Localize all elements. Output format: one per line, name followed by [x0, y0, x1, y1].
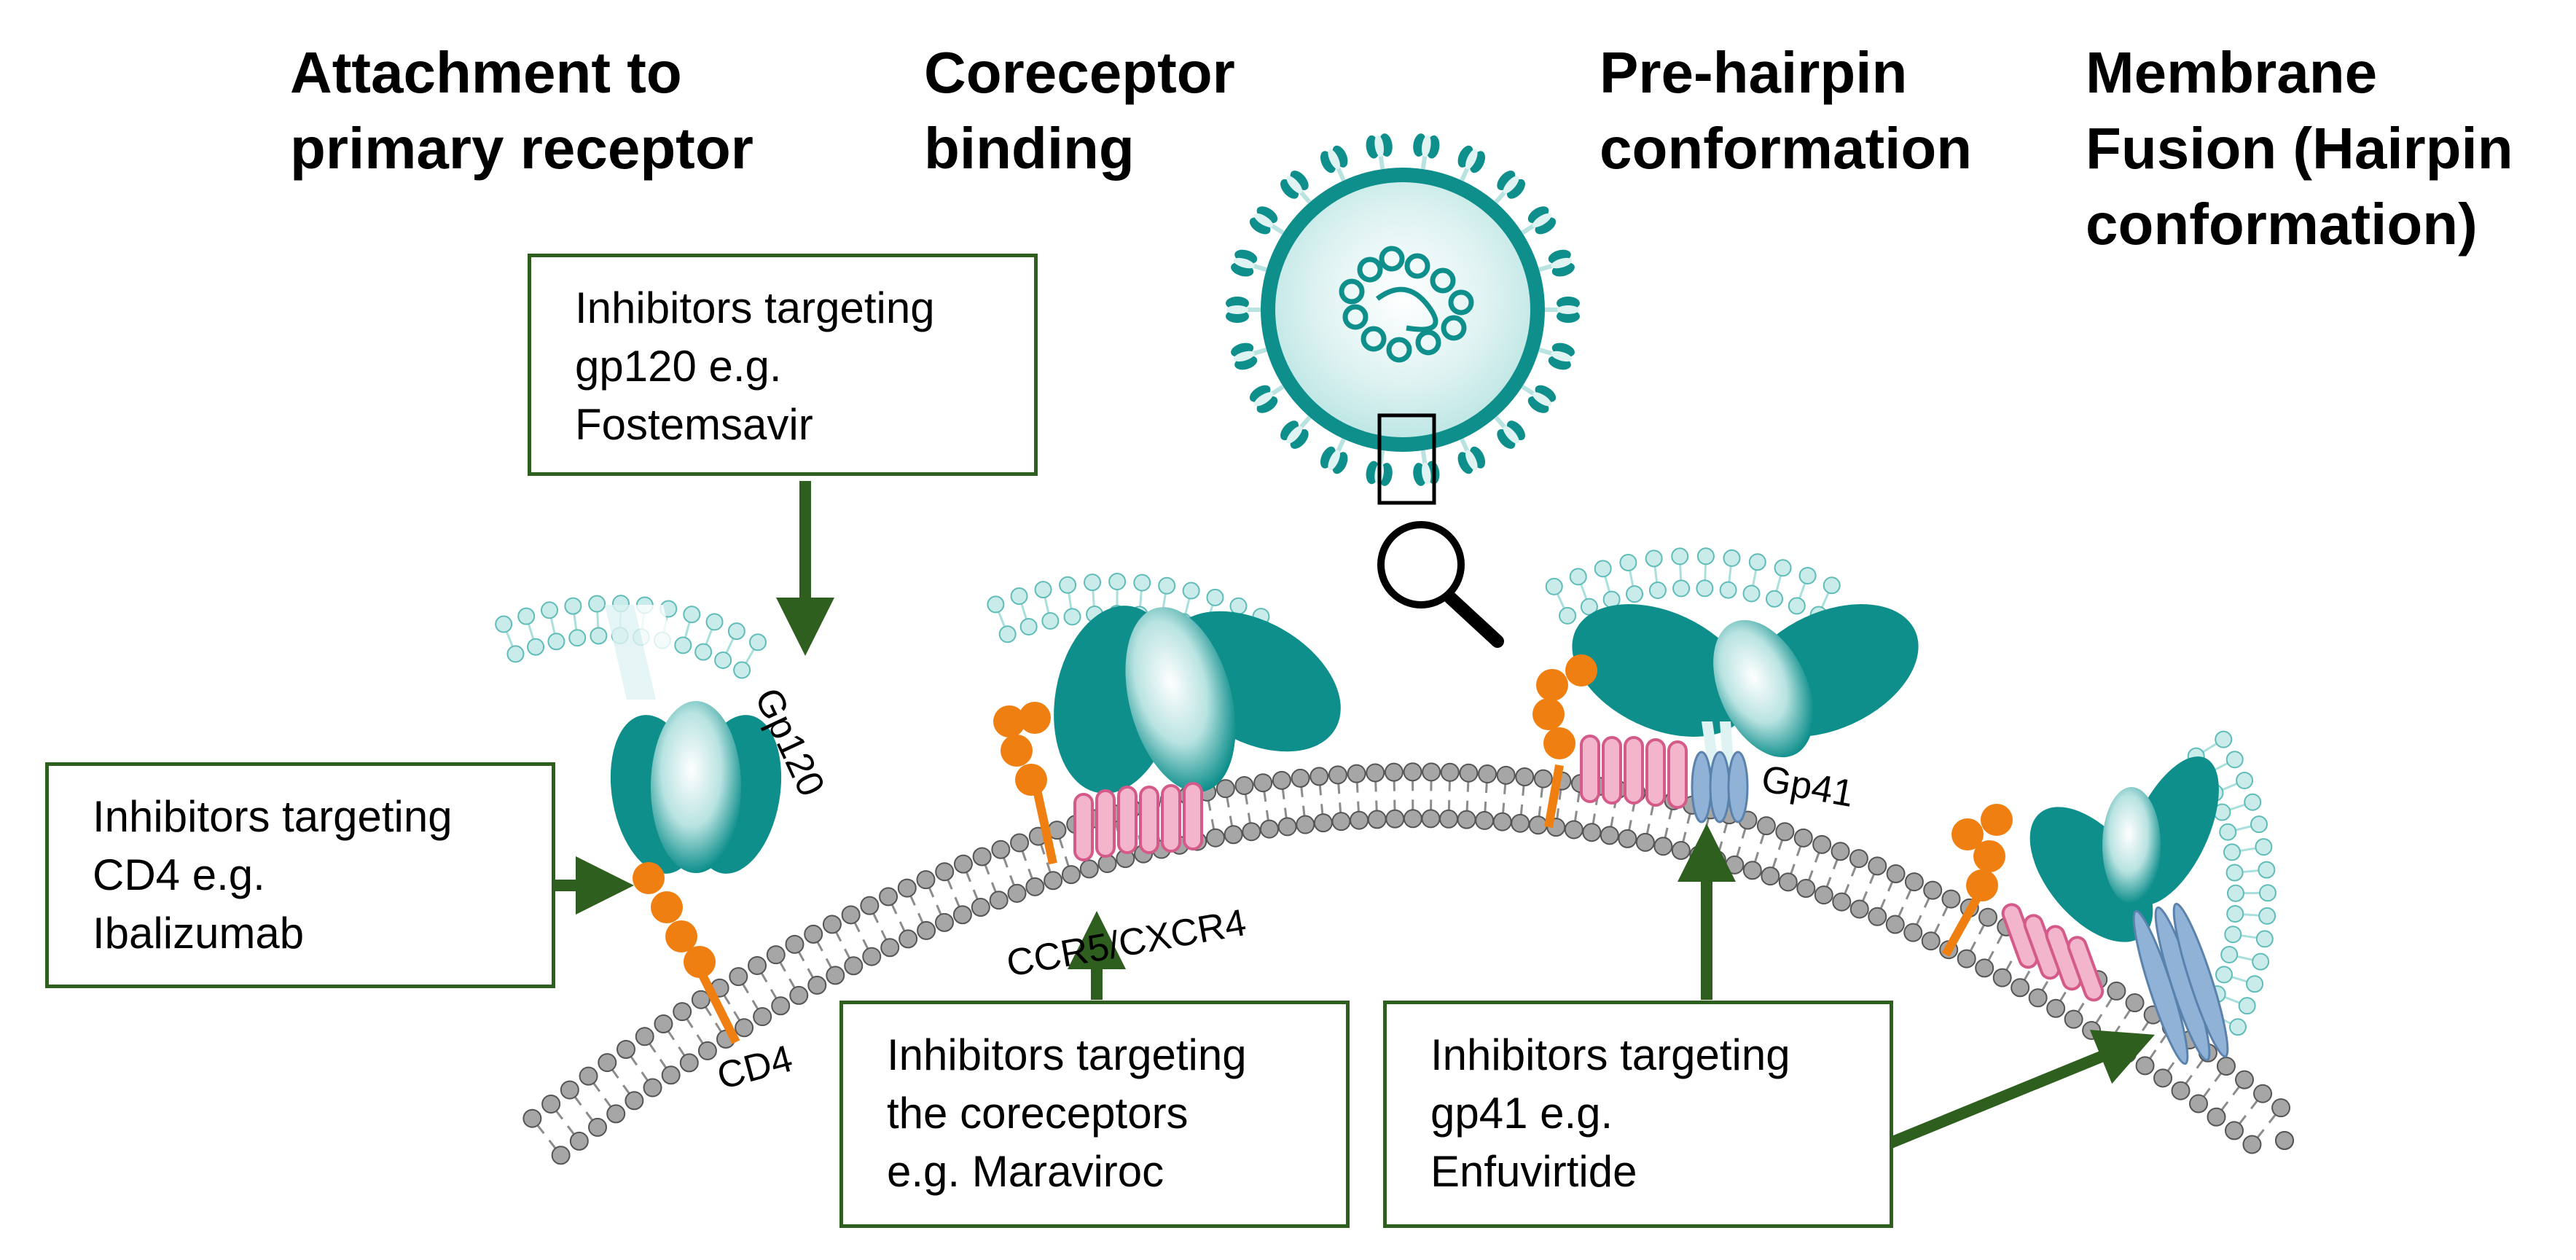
title-fusion: Membrane Fusion (Hairpin conformation)	[2086, 35, 2513, 262]
stage-prehairpin-structure	[1532, 548, 1940, 827]
stage-fusion-structure	[1946, 732, 2276, 1068]
title-coreceptor: Coreceptor binding	[924, 35, 1235, 187]
ccr5-cxcr4-label: CCR5/CXCR4	[1003, 901, 1249, 985]
magnifying-glass-icon	[1381, 525, 1498, 641]
viral-envelope-lipid	[1546, 548, 1840, 624]
gp41-prehairpin	[1692, 752, 1747, 822]
title-prehairpin: Pre-hairpin conformation	[1600, 35, 1972, 187]
inhibitor-box-gp41: Inhibitors targeting gp41 e.g. Enfuvirti…	[1383, 1001, 1893, 1228]
inhibitor-box-cd4: Inhibitors targeting CD4 e.g. Ibalizumab	[45, 762, 555, 988]
ccr5-cxcr4-coreceptor	[1581, 736, 1686, 807]
gp41-hairpin	[2126, 901, 2236, 1068]
arrow-gp41-fusion	[1887, 1046, 2128, 1144]
gp41-label: Gp41	[1758, 758, 1857, 815]
inhibitor-box-gp120: Inhibitors targeting gp120 e.g. Fostemsa…	[528, 254, 1038, 476]
inhibitor-box-coreceptors: Inhibitors targeting the coreceptors e.g…	[839, 1001, 1350, 1228]
title-attachment: Attachment to primary receptor	[290, 35, 753, 187]
hiv-virion-icon	[1226, 133, 1580, 487]
